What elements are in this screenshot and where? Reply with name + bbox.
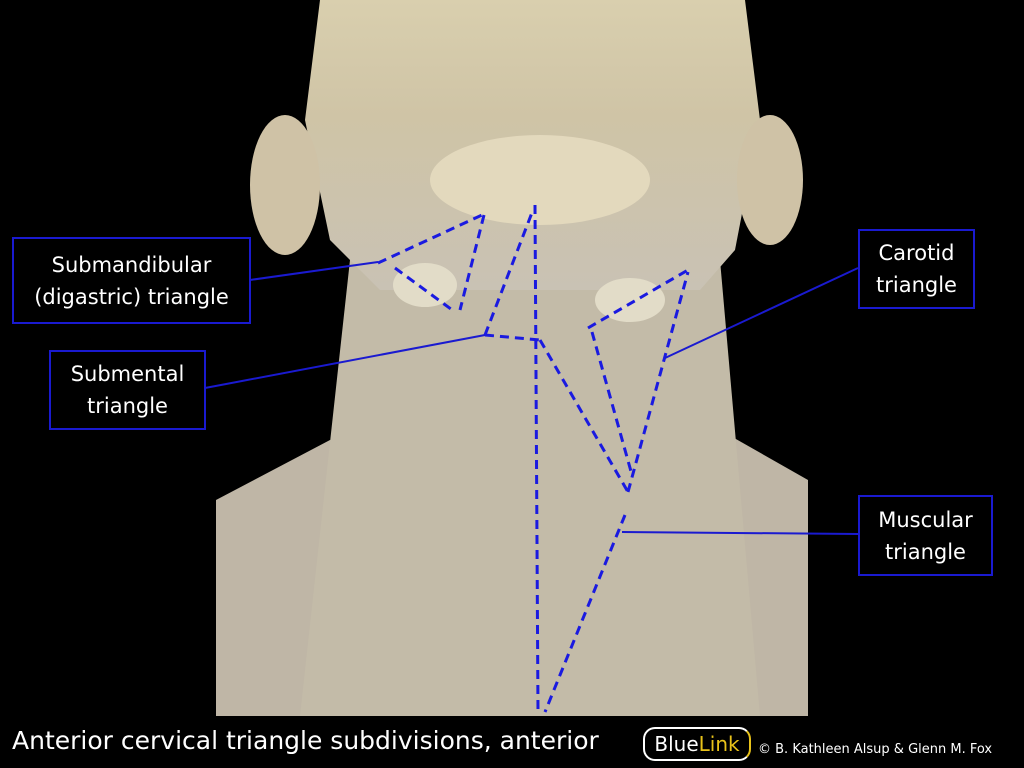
label-line: Muscular <box>878 507 973 532</box>
chin <box>430 135 650 225</box>
label-line: triangle <box>885 539 966 564</box>
label-line: triangle <box>876 273 957 297</box>
leader-lines <box>204 261 859 535</box>
label-carotid-triangle: Carotid triangle <box>858 229 975 309</box>
triangle-outlines <box>377 204 690 713</box>
label-line: Carotid <box>878 241 955 265</box>
copyright-credit: © B. Kathleen Alsup & Glenn M. Fox <box>758 742 993 757</box>
bluelink-logo: BlueLink <box>643 727 751 761</box>
logo-text-link: Link <box>698 732 740 756</box>
neck-region <box>300 260 760 716</box>
left-gland <box>393 263 457 307</box>
label-line: (digastric) triangle <box>34 284 229 309</box>
left-ear <box>250 115 320 255</box>
right-gland <box>595 278 665 322</box>
label-submental-triangle: Submental triangle <box>49 350 206 430</box>
figure-caption: Anterior cervical triangle subdivisions,… <box>12 726 599 755</box>
label-line: Submandibular <box>51 252 212 277</box>
label-line: Submental <box>70 362 185 386</box>
right-ear <box>737 115 803 245</box>
label-submandibular-triangle: Submandibular (digastric) triangle <box>12 237 251 324</box>
logo-text-blue: Blue <box>654 732 699 756</box>
label-muscular-triangle: Muscular triangle <box>858 495 993 576</box>
label-line: triangle <box>87 394 168 418</box>
